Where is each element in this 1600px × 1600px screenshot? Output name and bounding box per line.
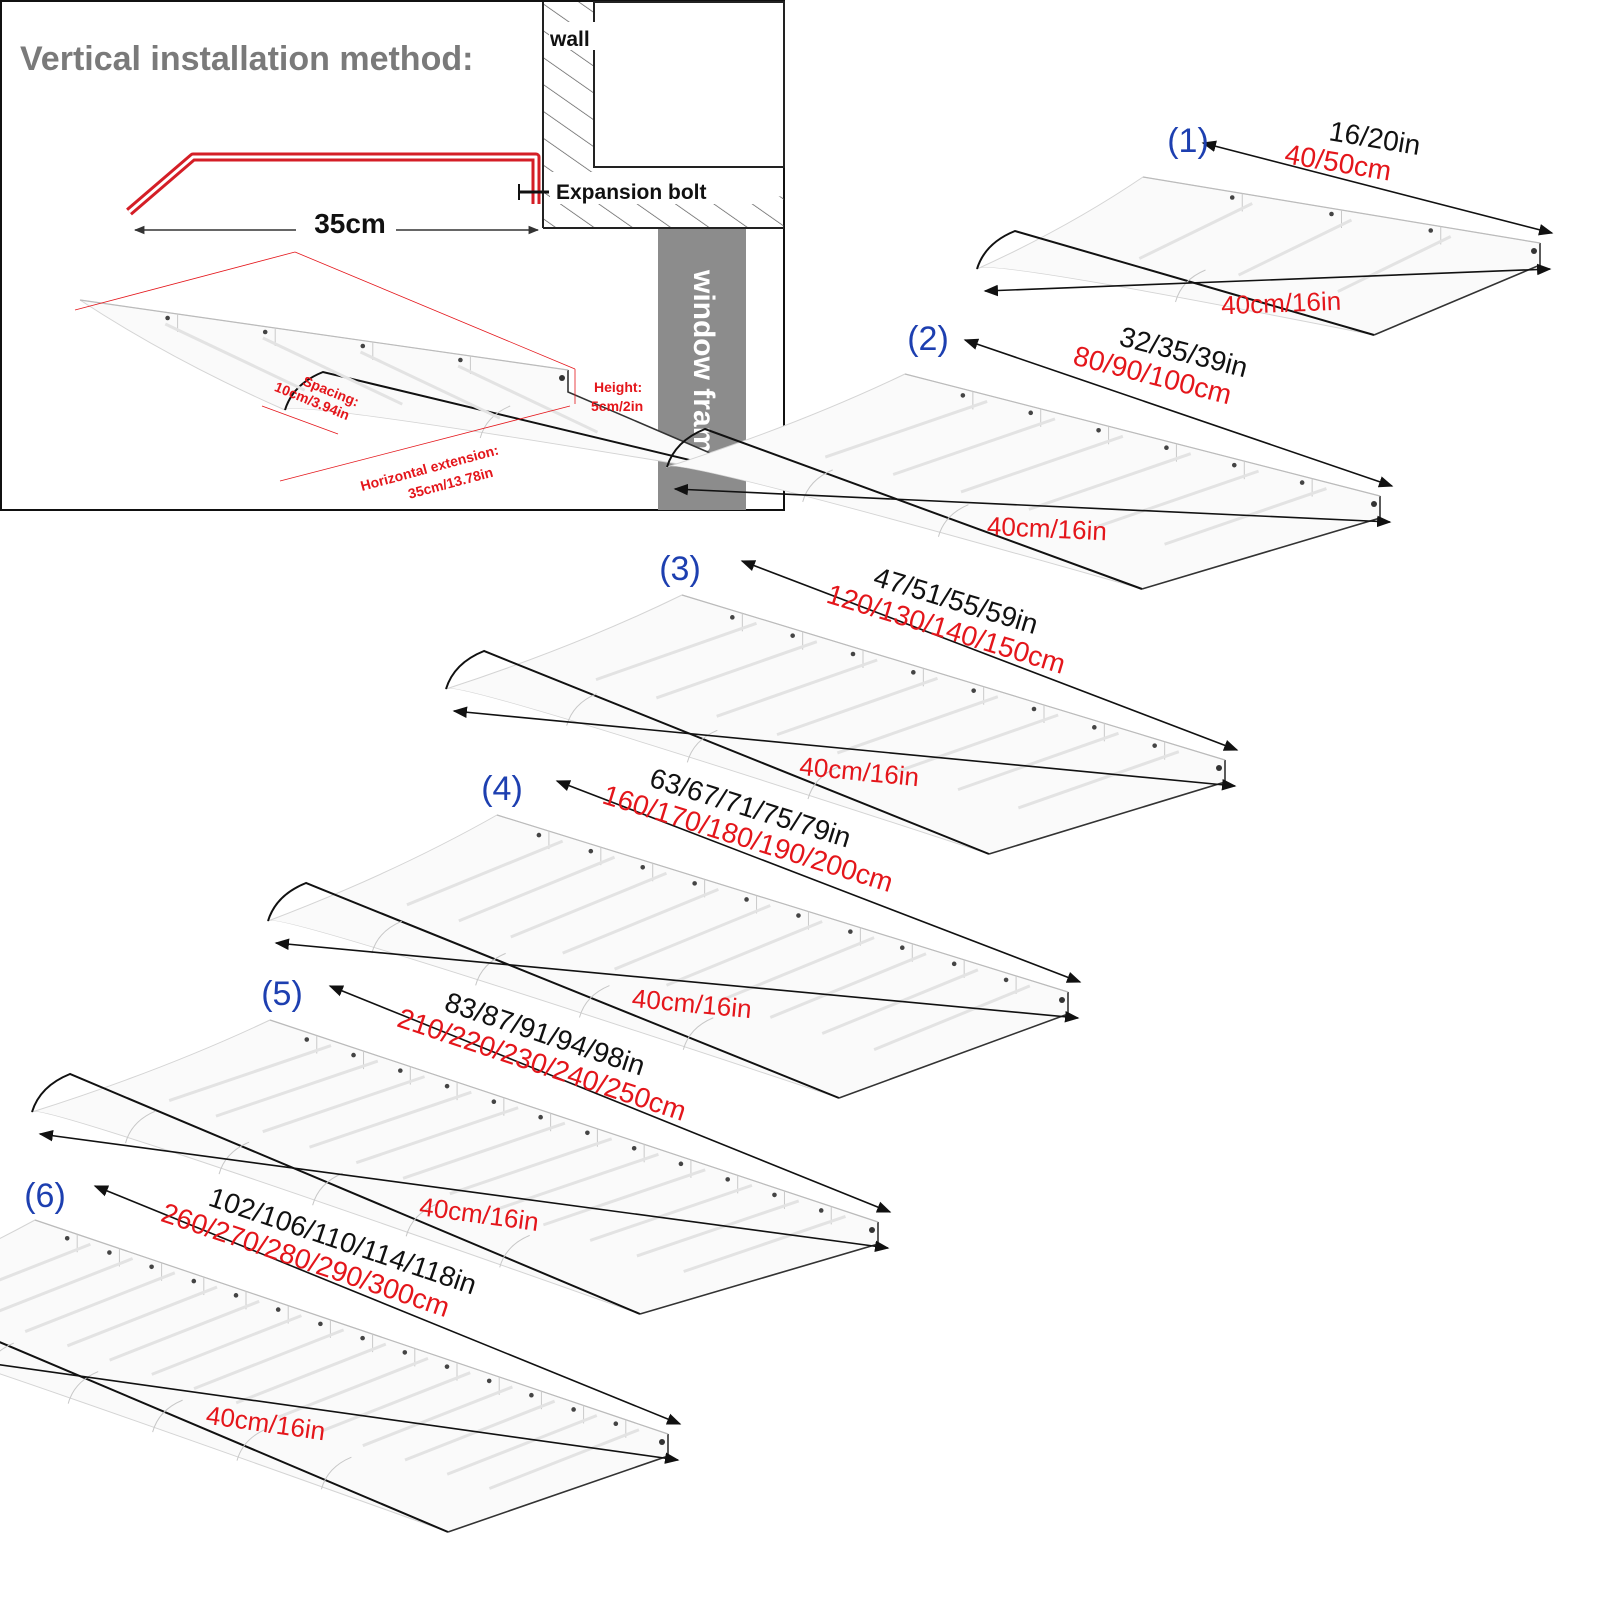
window-frame-label: window frame	[687, 269, 720, 470]
wall-label: wall	[549, 28, 590, 51]
expansion-bolt-label: Expansion bolt	[556, 181, 707, 204]
depth-arrow	[673, 483, 1392, 528]
awning-size-3: (3)47/51/55/59in120/130/140/150cm40cm/16…	[445, 550, 1239, 855]
expansion-bolt: Expansion bolt	[518, 172, 756, 204]
installation-panel: Vertical installation method: wall windo…	[0, 0, 785, 511]
size-number: (6)	[24, 1177, 66, 1215]
wall: wall	[542, 1, 785, 229]
depth-arrow	[0, 1336, 680, 1464]
length-arrow	[1201, 140, 1554, 236]
bracket-profile	[126, 152, 541, 216]
install-awning-body	[79, 299, 774, 481]
depth-arrow	[452, 706, 1237, 791]
size-number: (5)	[261, 975, 303, 1013]
size-number: (4)	[481, 770, 523, 808]
length-dimension: 35cm	[133, 208, 540, 242]
install-title: Vertical installation method:	[20, 40, 473, 78]
depth-arrow	[274, 938, 1080, 1023]
depth-arrow	[983, 263, 1552, 297]
size-number: (2)	[907, 320, 949, 358]
size-number: (3)	[659, 550, 701, 588]
awning-panel	[445, 594, 1226, 855]
depth-label: 40cm/16in	[986, 511, 1107, 546]
length-arrow	[963, 338, 1394, 488]
depth-label: 40cm/16in	[1221, 286, 1342, 321]
length-label: 35cm	[314, 208, 386, 239]
awning-panel	[267, 814, 1069, 1099]
height-value: 5cm/2in	[591, 398, 643, 414]
height-label: Height:	[594, 379, 642, 395]
size-number: (1)	[1167, 122, 1209, 160]
